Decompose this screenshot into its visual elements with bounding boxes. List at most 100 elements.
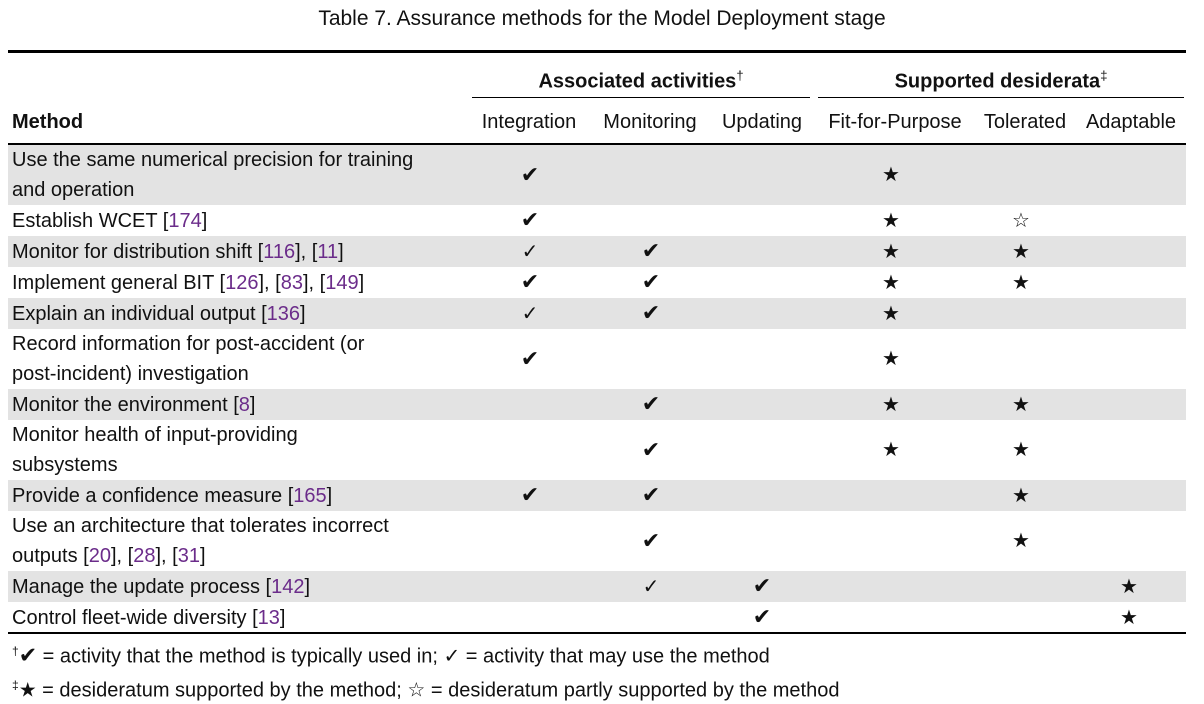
method-text: Control fleet-wide diversity [13] (12, 606, 286, 629)
integration-cell: ✓ (470, 236, 590, 267)
citation-link[interactable]: 116 (263, 240, 296, 263)
heavy-check-icon: ✔ (520, 345, 540, 371)
table-row: Use an architecture that tolerates incor… (8, 511, 1186, 571)
method-label: Use the same numerical precision for tra… (12, 149, 414, 171)
integration-cell (470, 602, 590, 633)
heavy-check-icon: ✔ (641, 300, 661, 325)
fit-for-purpose-cell: ★ (812, 329, 970, 389)
integration-cell (470, 389, 590, 420)
heavy-check-icon: ✔ (520, 482, 540, 507)
fit-for-purpose-cell (812, 602, 970, 633)
adaptable-cell (1072, 389, 1186, 420)
integration-cell: ✓ (470, 298, 590, 329)
monitoring-cell (590, 145, 712, 205)
citation-link[interactable]: 136 (266, 302, 300, 325)
column-header-method: Method (12, 111, 84, 133)
full-star-icon: ★ (1012, 439, 1030, 461)
table-row: Explain an individual output [136]✓✔★ (8, 298, 1186, 329)
updating-cell (712, 298, 812, 329)
adaptable-cell (1072, 298, 1186, 329)
adaptable-cell (1072, 267, 1186, 298)
citation-link[interactable]: 174 (168, 209, 202, 232)
monitoring-cell: ✓ (590, 571, 712, 602)
note-dagger: † (12, 644, 19, 658)
method-text: Monitor health of input-providing (12, 420, 470, 450)
method-cell: Monitor the environment [8] (8, 389, 470, 420)
group-label-desiderata: Supported desiderata (894, 70, 1101, 93)
full-star-icon: ★ (882, 393, 900, 416)
citation-link[interactable]: 149 (325, 271, 359, 294)
updating-cell (712, 236, 812, 267)
monitoring-cell: ✔ (590, 480, 712, 511)
monitoring-cell: ✔ (590, 267, 712, 298)
heavy-check-icon: ✔ (520, 269, 540, 294)
light-check-icon: ✓ (443, 645, 461, 668)
column-header-adaptable: Adaptable (1085, 111, 1177, 133)
updating-cell (712, 329, 812, 389)
method-text: Explain an individual output [136] (12, 302, 306, 325)
light-check-icon: ✓ (521, 240, 539, 263)
monitoring-cell (590, 602, 712, 633)
heavy-check-icon: ✔ (752, 573, 772, 598)
tolerated-cell (970, 602, 1072, 633)
heavy-check-icon: ✔ (752, 604, 772, 629)
integration-cell: ✔ (470, 480, 590, 511)
monitoring-cell: ✔ (590, 298, 712, 329)
adaptable-cell (1072, 420, 1186, 480)
method-label: Monitor health of input-providing (12, 424, 298, 446)
tolerated-cell (970, 329, 1072, 389)
group-underline-activities (472, 97, 810, 98)
method-label: Establish WCET (12, 209, 163, 232)
heavy-check-icon: ✔ (641, 436, 661, 462)
integration-cell (470, 511, 590, 571)
citation-link[interactable]: 8 (238, 393, 250, 416)
full-star-icon: ★ (882, 348, 900, 370)
note-double-dagger: ‡ (12, 677, 19, 692)
method-cell: Control fleet-wide diversity [13] (8, 602, 470, 633)
method-label: Manage the update process (12, 575, 266, 598)
table-row: Implement general BIT [126], [83], [149]… (8, 267, 1186, 298)
column-header-tolerated: Tolerated (983, 111, 1067, 133)
full-star-icon: ★ (1012, 271, 1030, 294)
tolerated-cell: ★ (970, 236, 1072, 267)
full-star-icon: ★ (882, 164, 900, 186)
citation-link[interactable]: 13 (257, 606, 280, 629)
citation-link[interactable]: 83 (280, 271, 303, 294)
method-text: Record information for post-accident (or (12, 329, 470, 359)
citation-link[interactable]: 11 (317, 240, 339, 263)
table-row: Record information for post-accident (or… (8, 329, 1186, 389)
method-text: Use an architecture that tolerates incor… (12, 511, 470, 541)
adaptable-cell (1072, 511, 1186, 571)
full-star-icon: ★ (1120, 606, 1138, 629)
heavy-check-icon: ✔ (641, 527, 661, 553)
method-cell: Provide a confidence measure [165] (8, 480, 470, 511)
citation-link[interactable]: 165 (293, 484, 327, 507)
monitoring-cell (590, 329, 712, 389)
monitoring-cell: ✔ (590, 511, 712, 571)
adaptable-cell: ★ (1072, 571, 1186, 602)
citation-link[interactable]: 142 (271, 575, 305, 598)
full-star-icon: ★ (1012, 530, 1030, 552)
note-activities: †✔ = activity that the method is typical… (12, 637, 839, 671)
citation-link[interactable]: 28 (133, 545, 156, 567)
citation-link[interactable]: 31 (177, 545, 200, 567)
updating-cell (712, 511, 812, 571)
table-row: Use the same numerical precision for tra… (8, 145, 1186, 205)
fit-for-purpose-cell: ★ (812, 236, 970, 267)
method-text: Provide a confidence measure [165] (12, 484, 333, 507)
tolerated-cell: ☆ (970, 205, 1072, 236)
table-row: Provide a confidence measure [165]✔✔★ (8, 480, 1186, 511)
updating-cell (712, 420, 812, 480)
citation-link[interactable]: 20 (88, 545, 111, 567)
citation-link[interactable]: 126 (225, 271, 259, 294)
group-mark-activities: † (736, 68, 744, 83)
heavy-check-icon: ✔ (520, 207, 540, 232)
fit-for-purpose-cell: ★ (812, 267, 970, 298)
header-rule (8, 143, 1186, 145)
integration-cell: ✔ (470, 205, 590, 236)
integration-cell: ✔ (470, 267, 590, 298)
column-header-updating: Updating (721, 111, 803, 133)
tolerated-cell (970, 571, 1072, 602)
group-underline-desiderata (818, 97, 1184, 98)
